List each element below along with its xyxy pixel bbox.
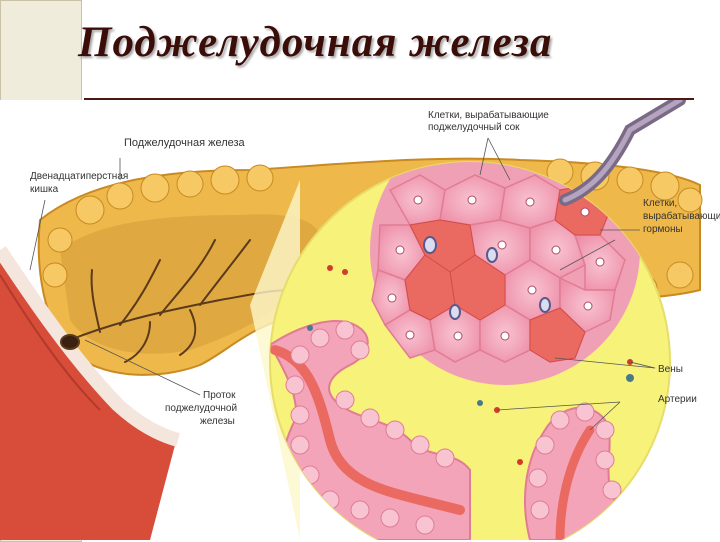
label-duct-line1: Проток <box>203 390 236 401</box>
duodenum <box>0 246 180 540</box>
label-duct-line2: поджелудочной <box>165 403 237 414</box>
label-pancreas: Поджелудочная железа <box>124 137 246 149</box>
title-underline <box>84 98 694 100</box>
pancreas-illustration: Поджелудочная железа Двенадцатиперстная … <box>0 100 720 540</box>
label-hormone-cells-line3: гормоны <box>643 224 683 235</box>
leader-lines <box>29 137 656 431</box>
label-juice-cells-line1: Клетки, вырабатывающие <box>428 109 549 121</box>
label-duodenum-line1: Двенадцатиперстная <box>30 171 128 182</box>
label-arteries: Артерии <box>658 394 697 405</box>
label-veins: Вены <box>658 364 683 375</box>
label-hormone-cells-line1: Клетки, <box>643 198 677 209</box>
label-hormone-cells-line2: вырабатывающие <box>643 210 720 222</box>
label-juice-cells-line2: поджелудочный сок <box>428 122 520 133</box>
corner-decoration-top-left <box>0 0 82 102</box>
label-duodenum-line2: кишка <box>30 184 59 195</box>
slide-title: Поджелудочная железа <box>78 19 553 66</box>
label-duct-line3: железы <box>200 416 235 427</box>
